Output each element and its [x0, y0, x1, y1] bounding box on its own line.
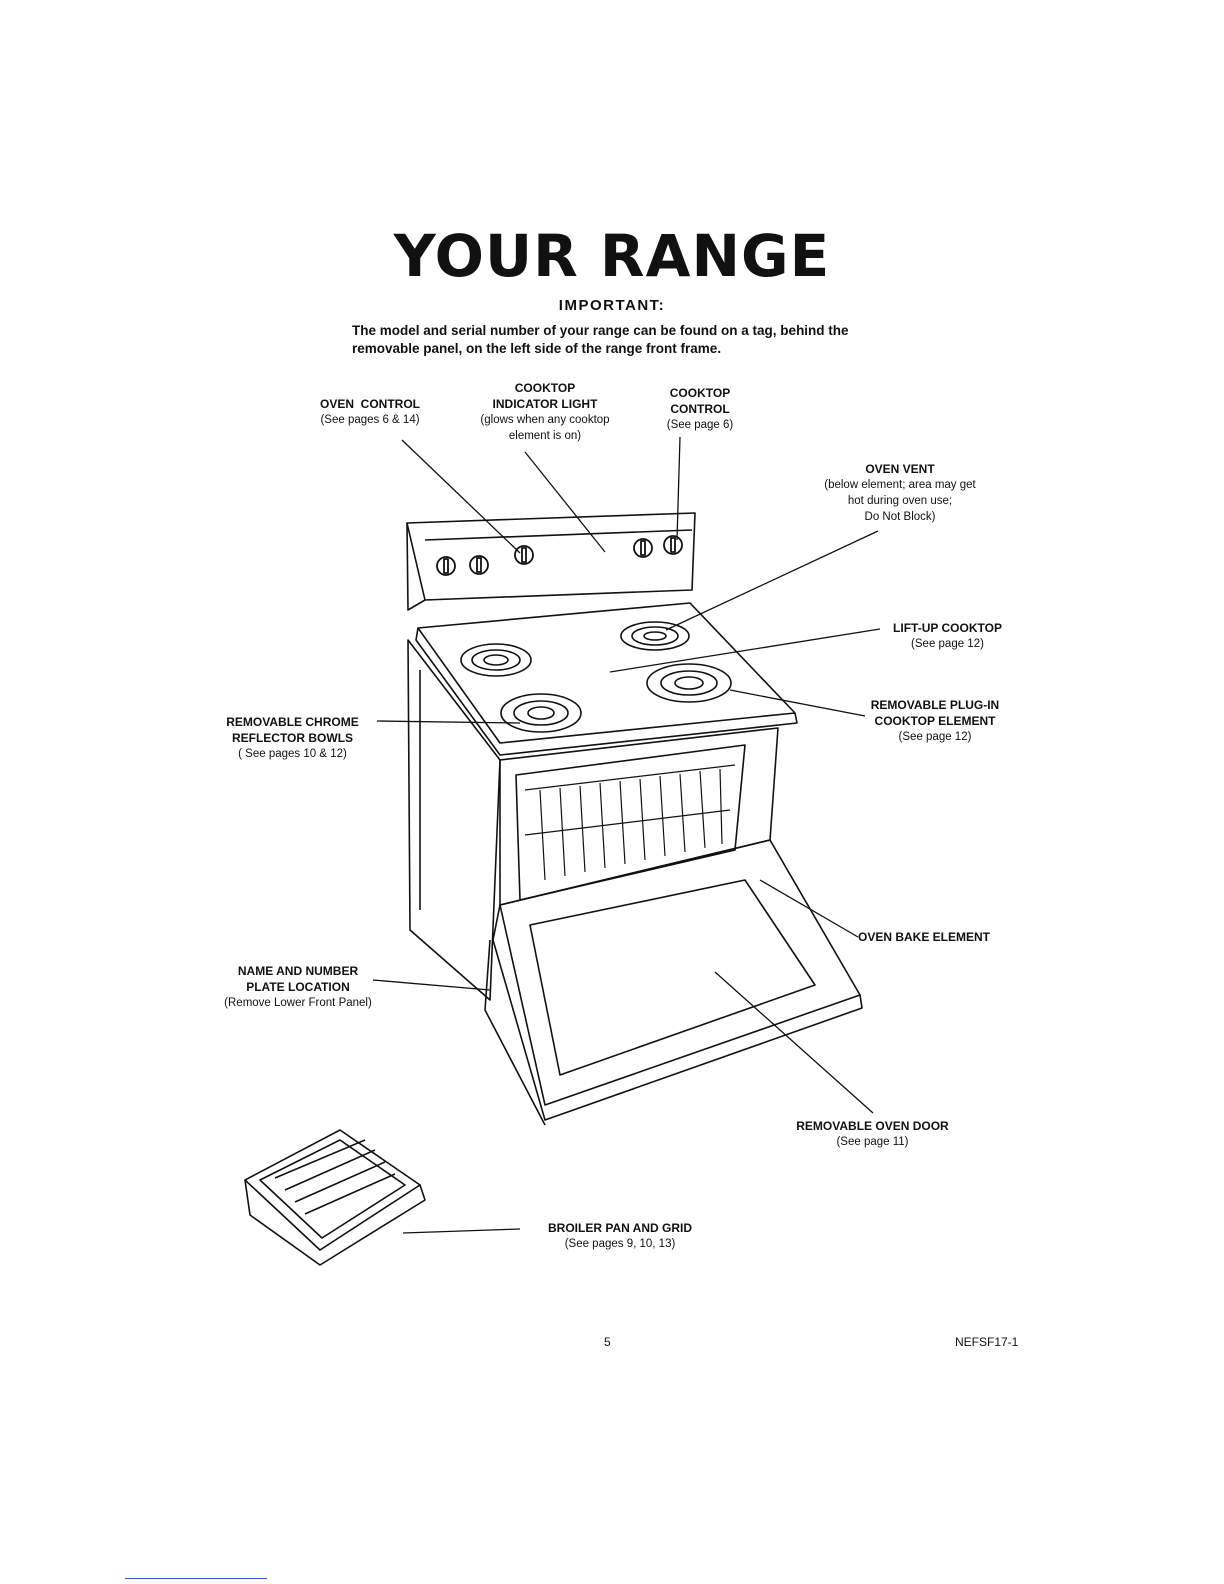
label-liftup-cooktop: LIFT-UP COOKTOP (See page 12)	[893, 621, 1002, 650]
label-name-plate: NAME AND NUMBER PLATE LOCATION (Remove L…	[224, 964, 372, 1009]
backguard	[406, 512, 696, 601]
label-oven-vent: OVEN VENT (below element; area may get h…	[824, 462, 976, 523]
leader-lines	[372, 436, 881, 1234]
oven-cavity	[515, 744, 746, 901]
label-broiler-pan: BROILER PAN AND GRID (See pages 9, 10, 1…	[548, 1221, 692, 1250]
label-oven-door: REMOVABLE OVEN DOOR (See page 11)	[796, 1119, 949, 1148]
broiler-pan	[244, 1129, 426, 1266]
oven-racks	[524, 764, 736, 881]
knobs	[436, 535, 683, 576]
document-id: NEFSF17-1	[955, 1335, 1019, 1349]
burners	[460, 621, 732, 733]
page-title: YOUR RANGE	[393, 222, 831, 290]
important-heading: IMPORTANT:	[558, 297, 666, 314]
label-chrome-bowls: REMOVABLE CHROME REFLECTOR BOWLS ( See p…	[226, 715, 359, 760]
label-cooktop-indicator: COOKTOP INDICATOR LIGHT (glows when any …	[480, 381, 610, 442]
lower-panel	[484, 939, 546, 1126]
page-number: 5	[604, 1335, 611, 1349]
label-plugin-element: REMOVABLE PLUG-IN COOKTOP ELEMENT (See p…	[870, 698, 1000, 743]
side-panel	[407, 639, 501, 1001]
label-oven-control: OVEN CONTROL (See pages 6 & 14)	[319, 397, 420, 426]
label-bake-element: OVEN BAKE ELEMENT	[858, 930, 991, 944]
door-window	[529, 879, 816, 1076]
important-text: The model and serial number of your rang…	[352, 323, 849, 356]
label-cooktop-control: COOKTOP CONTROL (See page 6)	[666, 386, 734, 431]
bottom-rule	[125, 1578, 267, 1579]
